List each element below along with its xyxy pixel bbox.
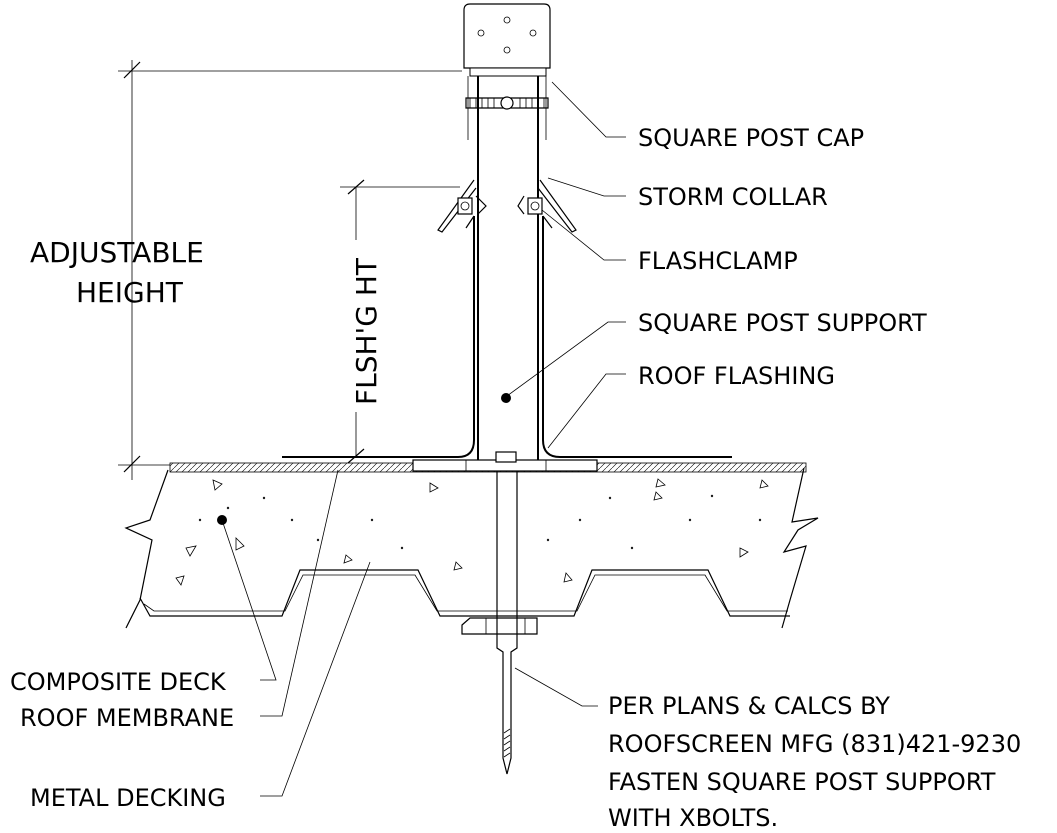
label-composite-deck: COMPOSITE DECK	[10, 668, 227, 696]
label-metal-decking: METAL DECKING	[30, 784, 226, 812]
label-adjustable: ADJUSTABLE	[30, 236, 204, 269]
base-plate	[412, 451, 598, 472]
flashing-height-dimension	[340, 179, 460, 464]
label-storm-collar: STORM COLLAR	[638, 183, 828, 211]
label-square-post-support: SQUARE POST SUPPORT	[638, 309, 927, 337]
square-post-cap	[463, 3, 551, 140]
square-post-support	[474, 71, 542, 460]
flashclamp	[457, 195, 543, 215]
label-square-post-cap: SQUARE POST CAP	[638, 124, 864, 152]
adjustable-height-dimension	[118, 60, 462, 480]
note-line-2: ROOFSCREEN MFG (831)421-9230	[608, 730, 1021, 758]
note-line-4: WITH XBOLTS.	[608, 804, 778, 832]
label-height: HEIGHT	[76, 276, 184, 309]
roof-flashing	[282, 215, 732, 458]
label-flashclamp: FLASHCLAMP	[638, 247, 798, 275]
xbolt	[461, 471, 538, 775]
concrete-aggregate	[175, 478, 769, 586]
note-line-1: PER PLANS & CALCS BY	[608, 692, 890, 720]
label-flashing-height: FLSH'G HT	[350, 257, 383, 405]
composite-deck-slab	[124, 467, 819, 629]
metal-decking	[139, 569, 790, 617]
label-roof-membrane: ROOF MEMBRANE	[20, 704, 234, 732]
leader-lines	[221, 81, 626, 797]
label-roof-flashing: ROOF FLASHING	[638, 362, 835, 390]
note-line-3: FASTEN SQUARE POST SUPPORT	[608, 768, 996, 796]
